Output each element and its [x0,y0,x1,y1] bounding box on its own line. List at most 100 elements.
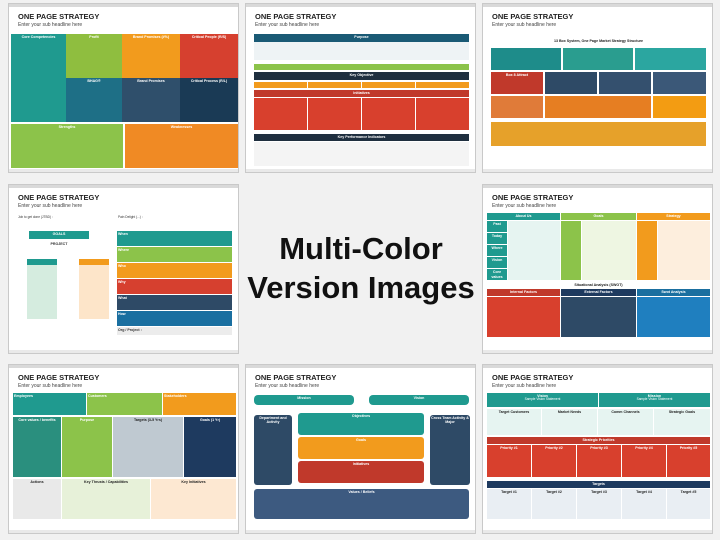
box-12 [491,122,706,146]
about-row-3-label: Where [491,246,503,250]
about-row-2-label: Today [491,234,503,238]
slide-subtitle: Enter your sub headline here [492,22,557,28]
row-what: What [117,295,232,310]
about-header: About Us [487,213,560,220]
weaknesses-block: Weaknesses [125,124,238,168]
priority-2-label: Priority #2 [545,446,563,450]
pain-label: Pain Delight (...) : [118,215,143,219]
slide-title: ONE PAGE STRATEGY [255,373,337,382]
box-8-label: Box 8 Attract [505,73,529,77]
thumbnail-5[interactable]: ONE PAGE STRATEGY Enter your sub headlin… [482,184,713,354]
box-3 [635,48,706,70]
top-rule [9,4,238,7]
cross-label: Cross Team Activity & Major [431,416,469,425]
objectives-label: Objectives [351,414,371,418]
priority-1: Priority #1 [487,445,531,477]
target-5-label: Target #5 [680,490,697,494]
targets-block: Targets (3-5 Yrs) [113,417,183,477]
about-row-5: Core values [487,269,507,280]
target-1: Target #1 [487,489,531,519]
swot-label: Swot Analysis [661,290,686,294]
initiatives-label: Initiatives [353,91,370,95]
project-label: PROJECT [50,242,68,246]
external-area [561,297,636,337]
orange-col [79,259,109,319]
about-row-3: Where [487,245,507,256]
external-label: External Factors [584,290,613,294]
slide-title: ONE PAGE STRATEGY [18,12,100,21]
employees-block: Employees [13,393,86,415]
slide-title: ONE PAGE STRATEGY [18,193,100,202]
box-1 [491,48,561,70]
employees-label: Employees [14,394,33,398]
slide-title: ONE PAGE STRATEGY [492,193,574,202]
core-values-label: Core values / benefits [18,418,56,422]
top-rule [246,4,475,7]
goals-area [582,221,636,280]
row-why-label: Why [118,280,126,284]
seg-4 [416,82,469,88]
external-header: External Factors [561,289,636,296]
strategic-goals-label: Strategic Goals [668,410,696,414]
strategy-left [637,221,657,280]
bottom-rule [483,169,712,172]
thumbnail-4[interactable]: ONE PAGE STRATEGY Enter your sub headlin… [8,184,239,354]
priority-4-label: Priority #4 [635,446,653,450]
top-rule [483,365,712,368]
purpose-block: Purpose [62,417,112,477]
priority-4: Priority #4 [622,445,666,477]
needs-label: Market Needs [557,410,582,414]
target-2-label: Target #2 [546,490,562,494]
target-4: Target #4 [622,489,666,519]
row-where-label: Where [118,248,129,252]
bottom-rule [9,530,238,533]
box-8: Box 8 Attract [491,72,543,94]
priority-2: Priority #2 [532,445,576,477]
about-label: About Us [515,214,532,218]
weaknesses-label: Weaknesses [170,125,193,129]
bottom-rule [483,350,712,353]
thumbnail-3[interactable]: ONE PAGE STRATEGY Enter your sub headlin… [482,3,713,173]
thumbnail-7[interactable]: ONE PAGE STRATEGY Enter your sub headlin… [245,364,476,534]
kpi-area [254,142,469,166]
priority-5: Priority #5 [667,445,710,477]
about-row-1: Past [487,221,507,232]
slide-title: ONE PAGE STRATEGY [18,373,100,382]
box-10 [545,96,651,118]
thumbnail-1[interactable]: ONE PAGE STRATEGY Enter your sub headlin… [8,3,239,173]
bhag-label: BHAG® [87,79,101,83]
thumbnail-2[interactable]: ONE PAGE STRATEGY Enter your sub headlin… [245,3,476,173]
initiatives-label: Key Initiatives [181,480,206,484]
goals-left [561,221,581,280]
critical-label: Critical People (R/S) [191,35,227,39]
critical-block: Critical People (R/S) [180,34,238,78]
bottom-rule [9,350,238,353]
channels-block: Comm Channels [598,409,653,435]
purpose-area [254,42,469,60]
row-where: Where [117,247,232,262]
init-4 [416,98,469,130]
goals-block: Goals (1 Yr) [184,417,236,477]
strategy-label: Strategy [666,214,681,218]
box-9 [491,96,543,118]
top-rule [9,365,238,368]
thumbnail-8[interactable]: ONE PAGE STRATEGY Enter your sub headlin… [482,364,713,534]
customers-block: Customers [87,393,162,415]
target-block: Target Customers [487,409,541,435]
jtbd-label: Job to get done (JTBD) : [18,215,53,219]
target-1-label: Target #1 [501,490,517,494]
swot-area [637,297,710,337]
row-org-label: Org / Project : [118,328,142,332]
swot-title: Situational Analysis (SWOT) [574,283,623,287]
needs-block: Market Needs [542,409,597,435]
about-row-5-label: Core values [491,270,503,279]
channels-label: Comm Channels [611,410,640,414]
strengths-block: Strengths [11,124,123,168]
brand-block: Brand Promises (#%) [122,34,180,78]
cross-block: Cross Team Activity & Major [430,415,470,485]
goals-label: Goals (1 Yr) [199,418,221,422]
purpose-bar: Purpose [254,34,469,42]
thumbnail-6[interactable]: ONE PAGE STRATEGY Enter your sub headlin… [8,364,239,534]
slide-subtitle: Enter your sub headline here [18,22,83,28]
